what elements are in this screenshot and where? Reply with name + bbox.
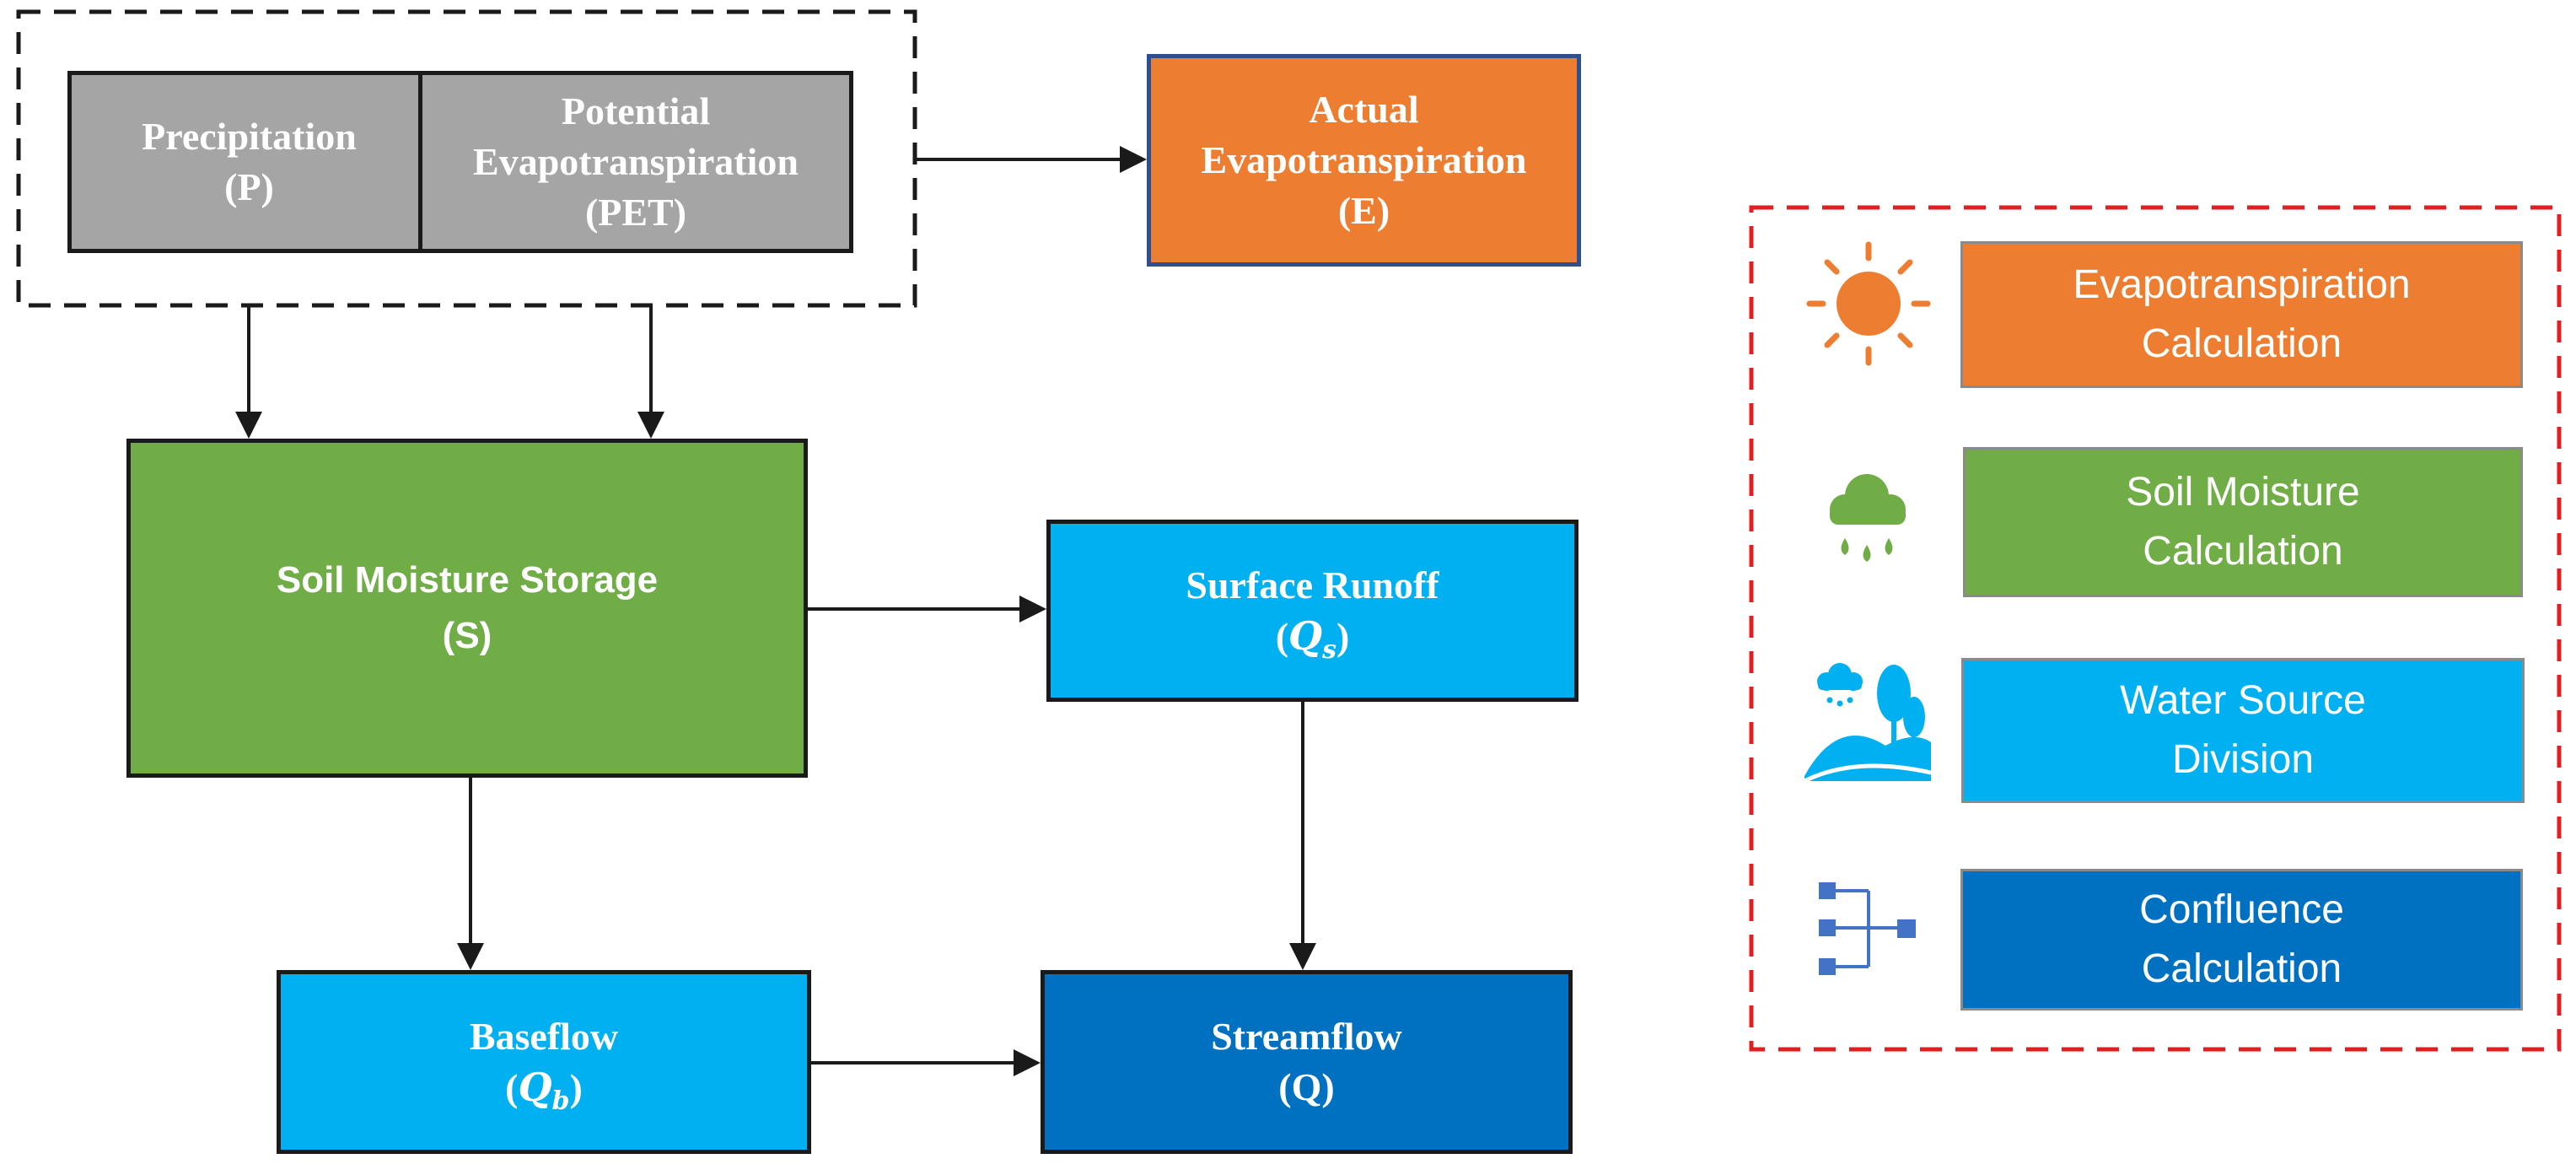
streamflow-symbol: (Q): [1278, 1065, 1335, 1108]
sun-icon: [1806, 241, 1931, 366]
surface-runoff-sym: Q: [1288, 612, 1323, 659]
legend-item-soil-moisture: Soil Moisture Calculation: [1963, 447, 2523, 597]
baseflow-sym: Q: [518, 1064, 552, 1110]
soil-moisture-symbol: (S): [442, 615, 492, 656]
actual-et-label-line1: Actual: [1309, 88, 1419, 131]
actual-et-label-line2: Evapotranspiration: [1201, 138, 1527, 181]
baseflow-symbol: (Qb): [505, 1064, 583, 1116]
legend-item-label: Calculation: [2141, 946, 2342, 991]
streamflow-node: Streamflow (Q): [1041, 970, 1573, 1154]
baseflow-label: Baseflow: [469, 1014, 619, 1058]
legend-item-water-source: Water Source Division: [1961, 658, 2525, 803]
legend-item-label: Division: [2171, 737, 2315, 782]
streamflow-label: Streamflow: [1211, 1015, 1402, 1058]
precipitation-label: Precipitation: [142, 115, 357, 158]
legend-outline: [1749, 205, 2562, 1052]
surface-runoff-label: Surface Runoff: [1186, 563, 1439, 606]
precipitation-symbol: (P): [224, 165, 274, 208]
legend-item-confluence: Confluence Calculation: [1960, 869, 2523, 1011]
surface-runoff-sub: s: [1322, 634, 1336, 665]
legend-item-label: Soil Moisture: [2126, 470, 2360, 515]
legend-item-label: Water Source: [2120, 678, 2366, 723]
legend-item-evapotranspiration: Evapotranspiration Calculation: [1960, 241, 2523, 388]
soil-moisture-label: Soil Moisture Storage: [276, 559, 659, 601]
hierarchy-icon: [1819, 882, 1916, 975]
baseflow-node: Baseflow (Qb): [277, 970, 811, 1154]
actual-et-node: Actual Evapotranspiration (E): [1147, 54, 1581, 267]
actual-et-symbol: (E): [1337, 189, 1390, 232]
soil-moisture-node: Soil Moisture Storage (S): [126, 439, 808, 778]
rain-cloud-icon: [1830, 474, 1906, 562]
legend-item-label: Evapotranspiration: [2073, 262, 2411, 307]
surface-runoff-node: Surface Runoff (Qs): [1046, 520, 1578, 702]
baseflow-sub: b: [551, 1086, 570, 1116]
legend-item-label: Confluence: [2139, 887, 2344, 932]
surface-runoff-symbol: (Qs): [1275, 612, 1350, 665]
legend-item-label: Calculation: [2141, 321, 2342, 366]
pet-label-line2: Evapotranspiration: [473, 140, 799, 183]
landscape-icon: [1803, 663, 1932, 784]
legend-item-label: Calculation: [2143, 529, 2343, 574]
pet-node: Potential Evapotranspiration (PET): [418, 71, 853, 253]
precipitation-node: Precipitation (P): [67, 71, 431, 253]
pet-symbol: (PET): [584, 191, 687, 234]
pet-label-line1: Potential: [561, 89, 711, 132]
